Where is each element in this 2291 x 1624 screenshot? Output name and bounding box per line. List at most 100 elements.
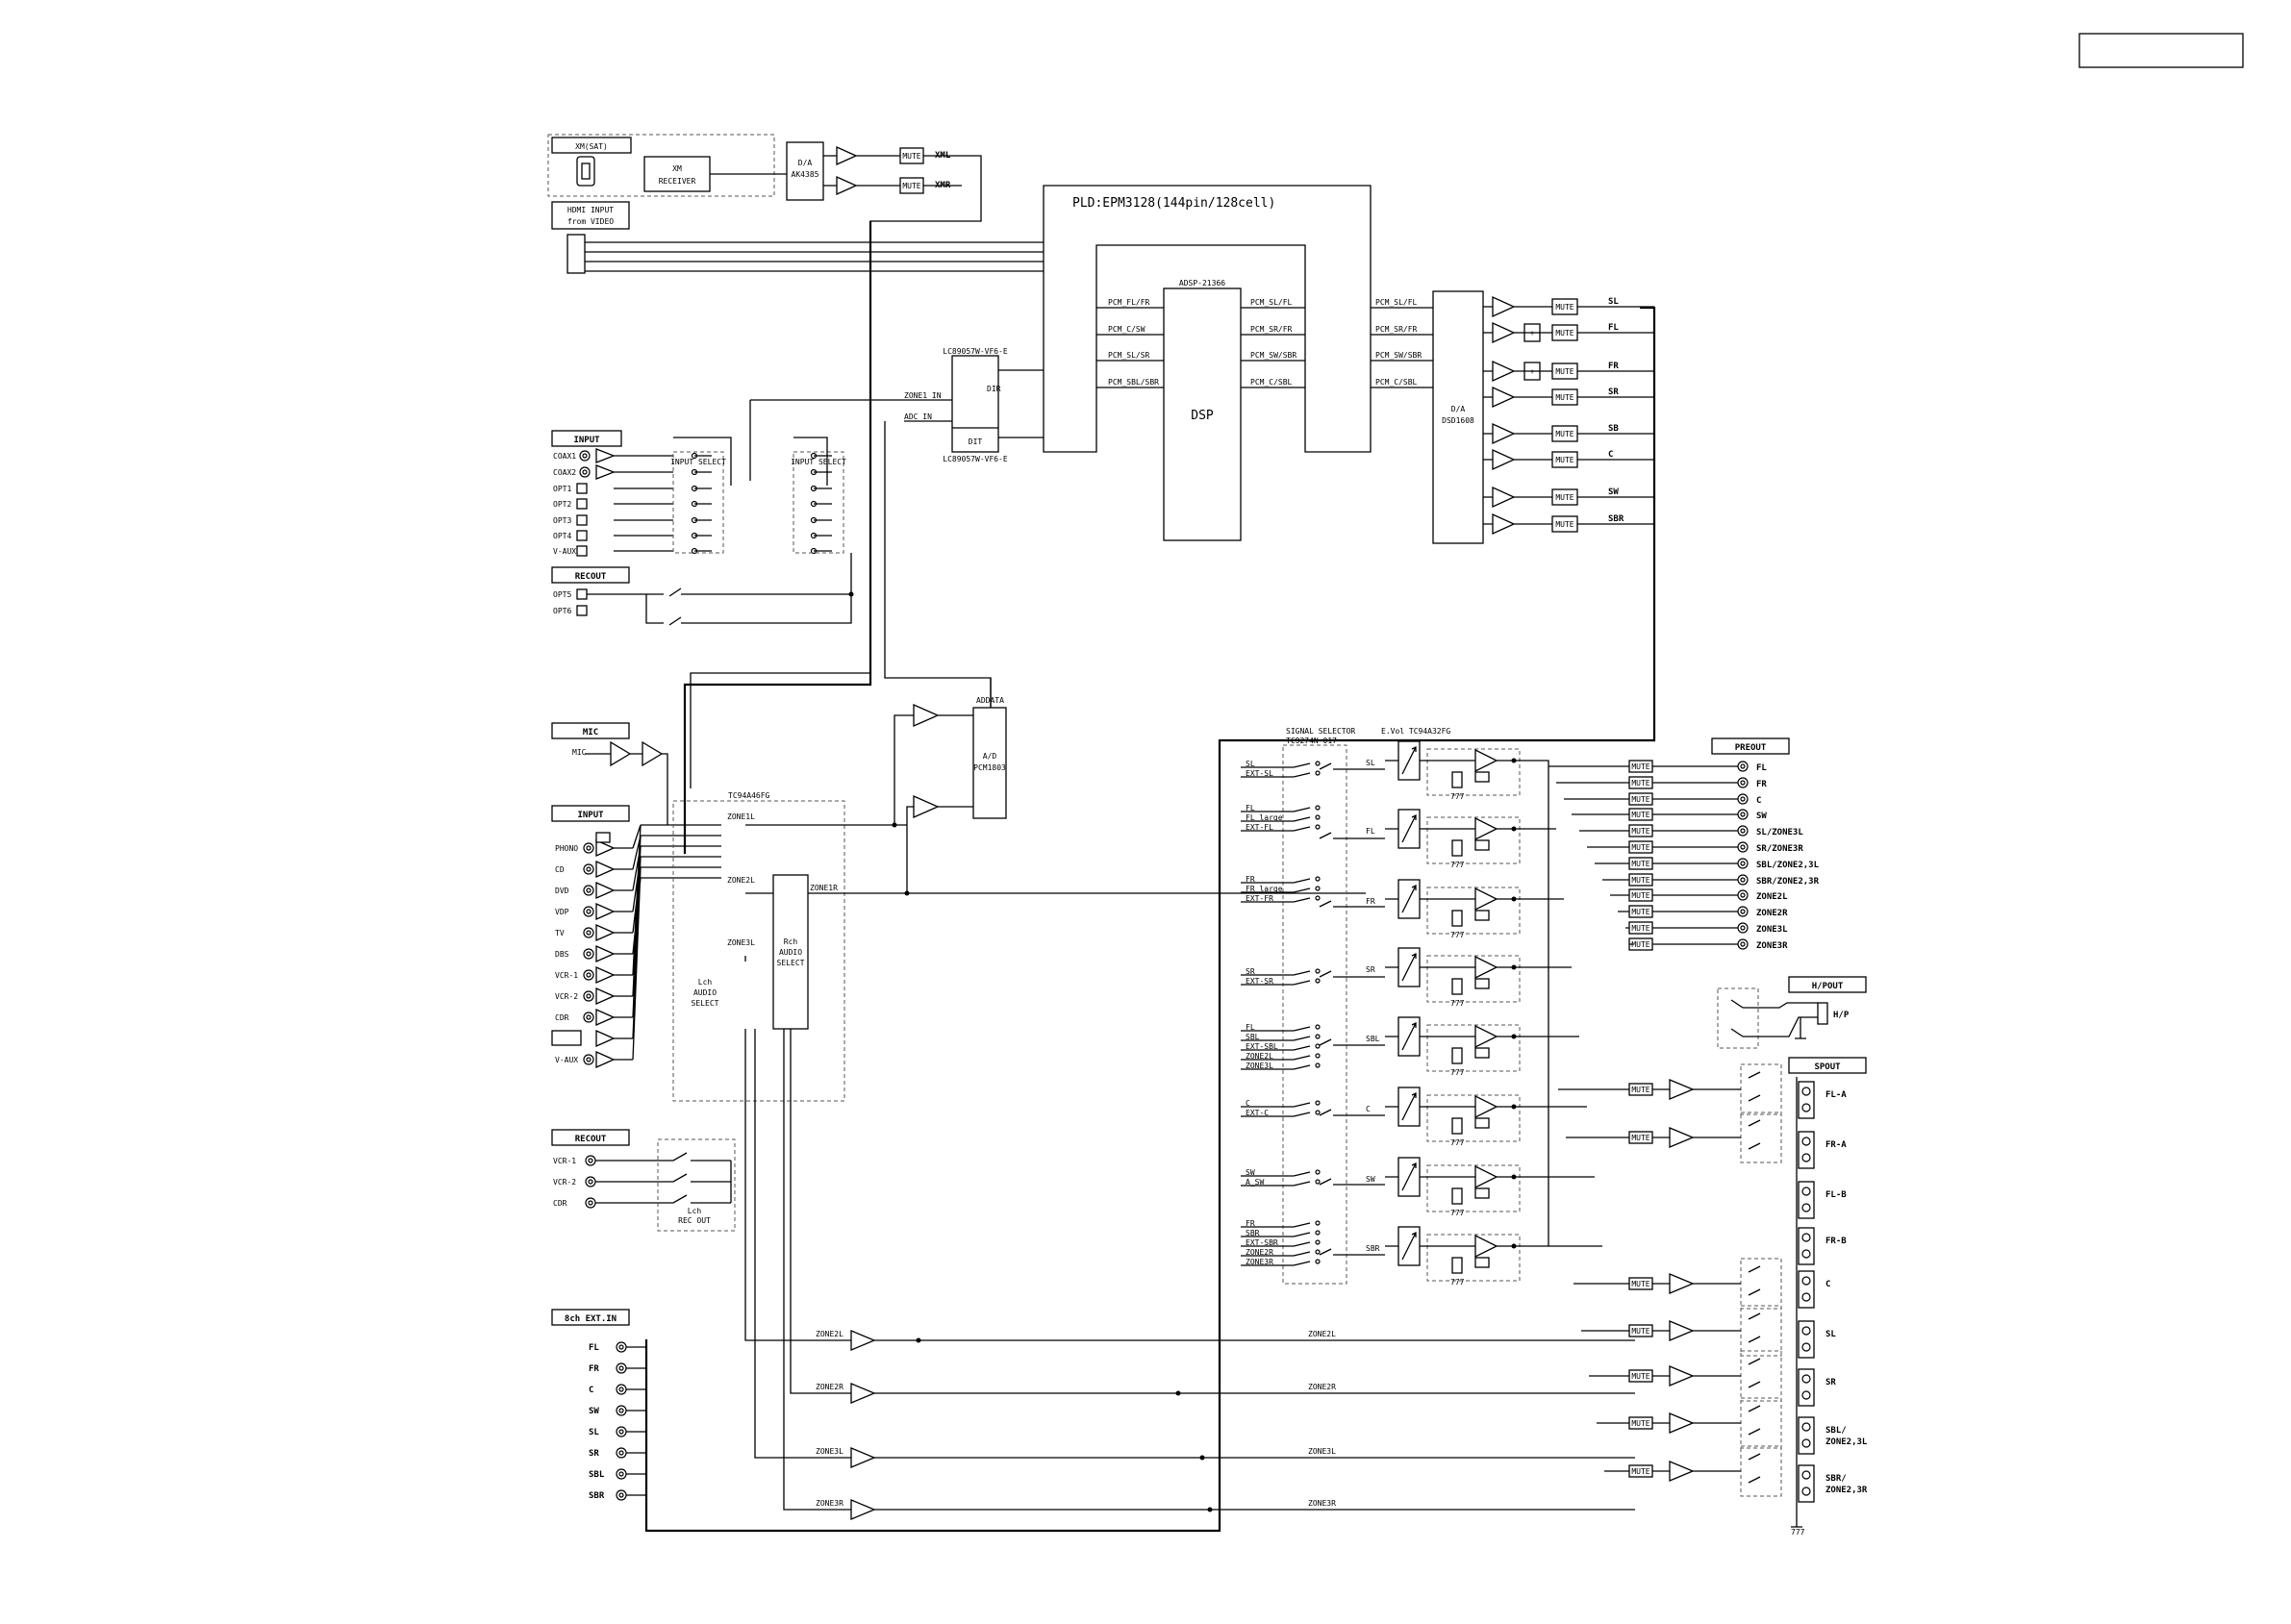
preout-mute-label-fr-1: MUTE <box>1631 779 1649 787</box>
dig-input-select-1-label: INPUT SELECT <box>670 458 726 466</box>
signal-selector-title-1: SIGNAL SELECTOR <box>1286 727 1355 736</box>
ana-jack-label-phono-0: PHONO <box>555 844 578 853</box>
dir-wiring <box>749 369 1044 707</box>
preout-jack-sr-zone3r-5 <box>1737 841 1749 853</box>
dsp-out-pin-3: PCM_SW/SBR <box>1250 351 1297 360</box>
dsp-chip-name: ADSP-21366 <box>1179 279 1225 287</box>
adc-chip-line1: A/D <box>983 752 997 761</box>
preout-label-zone2l-8: ZONE2L <box>1756 892 1788 902</box>
xm-mute-l-label: MUTE <box>902 152 920 161</box>
dig-select-top-wiring <box>673 437 828 486</box>
dig-jack-label-opt1: OPT1 <box>553 485 571 493</box>
zone-src-label-zone3r: ZONE3R <box>816 1499 843 1508</box>
sel-1-1-fl-large-label: FL large <box>1246 813 1283 822</box>
ana-rec-jack-cdr-2-inner <box>588 1200 593 1206</box>
main-mute-label-fr-2: MUTE <box>1555 367 1573 376</box>
preout-mute-label-sr-zone3r-5: MUTE <box>1631 843 1649 852</box>
mic-amp-1 <box>610 740 632 767</box>
preout-label-fl-0: FL <box>1756 763 1767 773</box>
dig-jack-label-coax2: COAX2 <box>553 468 576 477</box>
spout-terminal-pos-c-4 <box>1801 1276 1811 1286</box>
ext-label-fr: FR <box>589 1364 599 1374</box>
spout-label-sl-5-0: SL <box>1825 1330 1836 1339</box>
preout-mute-label-zone2l-8: MUTE <box>1631 891 1649 900</box>
zone-src-label-zone3l: ZONE3L <box>816 1447 843 1456</box>
sel-1-2-ext-fl-label: EXT-FL <box>1246 823 1273 832</box>
dig-recout-junction <box>848 591 854 597</box>
preout-label-c-2: C <box>1756 796 1761 806</box>
evol-mute-c-5 <box>1474 1117 1490 1129</box>
evol-arrow-sbr-7 <box>1401 1231 1417 1261</box>
spout-relay-6 <box>1740 1445 1782 1497</box>
ana-jack-tv-4-inner <box>586 930 592 936</box>
preout-jack-sbr-zone2-3r-7-inner <box>1740 877 1746 883</box>
zone-bus-label-zone3r: ZONE3R <box>1308 1499 1336 1508</box>
ext-jack-sr <box>616 1447 627 1459</box>
hp-wiring <box>1730 999 1818 1039</box>
xm-wiring <box>690 155 982 788</box>
pld-title: PLD:EPM3128(144pin/128cell) <box>1072 196 1275 211</box>
ana-input-jacks: PHONOCDDVDVDPTVDBSVCR-1VCR-2CDRTUNERV-AU… <box>551 824 721 1069</box>
preout-mute-label-sbr-zone2-3r-7: MUTE <box>1631 876 1649 885</box>
lch-select-line2: AUDIO <box>693 988 717 997</box>
coax-jack-coax1 <box>579 450 591 462</box>
ana-jack-tv-4 <box>583 927 594 938</box>
ana-phono-eq-box <box>595 832 611 843</box>
preout-jack-c-2-inner <box>1740 796 1746 802</box>
sel-2-2-ext-fr-label: EXT-FR <box>1246 894 1273 903</box>
spout-relay-3 <box>1740 1305 1782 1357</box>
dir-chip <box>951 355 999 453</box>
ana-rec-jack-vcr-2-1 <box>585 1176 596 1187</box>
ana-rec-jack-cdr-2 <box>585 1197 596 1209</box>
spout-relay-switch-0 <box>1748 1071 1761 1102</box>
evol-ch-label-fr-2: FR <box>1366 897 1375 906</box>
evol-frame-sbr-7 <box>1426 1234 1521 1282</box>
spout-label-fr-a-1-0: FR-A <box>1825 1140 1847 1150</box>
sel-4-2-ext-sbl-label: EXT-SBL <box>1246 1042 1278 1051</box>
ext-jack-fl-inner <box>618 1344 624 1350</box>
dig-buffer-coax1 <box>595 448 616 463</box>
optical-jack-opt1 <box>576 483 588 494</box>
preout-mute-label-sw-3: MUTE <box>1631 811 1649 819</box>
ana-buffer-dvd-2 <box>595 881 616 900</box>
dsp-in-pin-3: PCM_SL/SR <box>1108 351 1150 360</box>
selector-wiring <box>1241 762 1385 1266</box>
evol-ch-label-sw-6: SW <box>1366 1175 1375 1184</box>
main-da-chip <box>1432 290 1484 544</box>
zone-source-wiring <box>744 824 1366 962</box>
evol-ch-label-fl-1: FL <box>1366 827 1375 836</box>
pld-outline <box>1043 185 1372 453</box>
sel-2-1-fr-large-node <box>1315 886 1321 891</box>
dig-input-select-2-label: INPUT SELECT <box>791 458 846 466</box>
dig-rec-jack-opt5 <box>576 588 588 600</box>
zone-src-label-zone2r: ZONE2R <box>816 1383 843 1391</box>
evol-res-sbr-7 <box>1451 1257 1463 1274</box>
spout-relay-switch-1 <box>1748 1119 1761 1150</box>
evol-frame-sl-0 <box>1426 748 1521 796</box>
preout-mute-label-zone2r-9: MUTE <box>1631 908 1649 916</box>
main-out-wiring <box>1483 306 1654 525</box>
spout-label-sbr-zone2-3r-8-1: ZONE2,3R <box>1825 1486 1868 1495</box>
evol-gnd-sl-0: 777 <box>1450 792 1465 801</box>
ana-rec-jack-vcr-2-1-inner <box>588 1179 593 1185</box>
sel-1-0-fl-node <box>1315 805 1321 811</box>
zone-amp-zone3r <box>850 1499 876 1520</box>
evol-mute-fl-1 <box>1474 839 1490 851</box>
main-out-label-sw-6: SW <box>1608 487 1619 497</box>
ana-buffer-v-aux-10 <box>595 1050 616 1069</box>
zone-junction-0 <box>916 1337 921 1343</box>
evol-frame-sbl-4 <box>1426 1024 1521 1072</box>
spout-relay-5 <box>1740 1397 1782 1449</box>
preout-jack-sbr-zone2-3r-7 <box>1737 874 1749 886</box>
main-out-label-sb-4: SB <box>1608 424 1619 434</box>
preout-label-sr-zone3r-5: SR/ZONE3R <box>1756 844 1803 854</box>
evol-amp-c-5 <box>1474 1094 1498 1119</box>
ana-jack-phono-0 <box>583 842 594 854</box>
spout-amp-4 <box>1669 1365 1695 1387</box>
evol-res-c-5 <box>1451 1117 1463 1135</box>
sel-4-3-zone2l-node <box>1315 1053 1321 1059</box>
ana-rec-label-vcr-2-1: VCR-2 <box>553 1178 576 1187</box>
evol-mute-sbl-4 <box>1474 1047 1490 1059</box>
